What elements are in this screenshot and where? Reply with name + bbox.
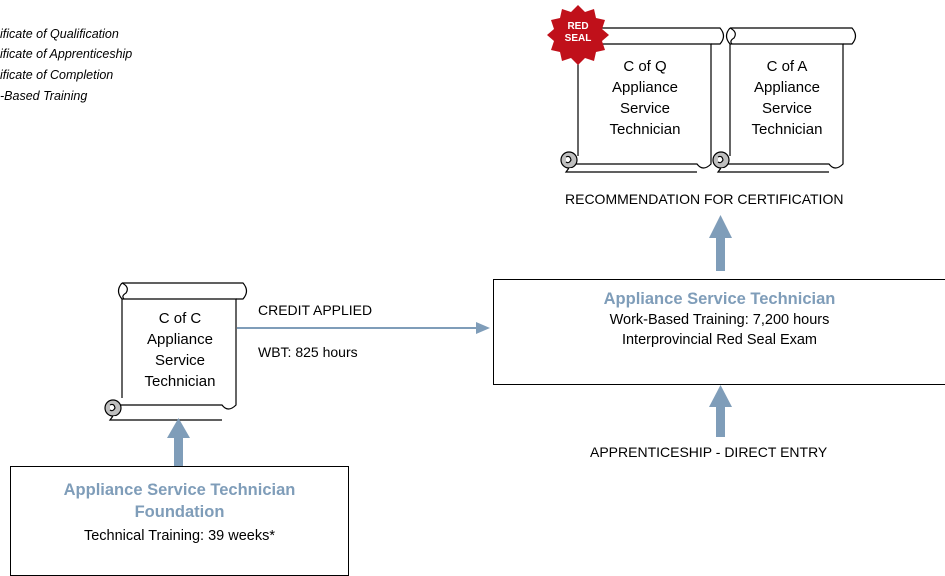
- foundation-training: Technical Training: 39 weeks*: [83, 528, 276, 544]
- recommendation-label: RECOMMENDATION FOR CERTIFICATION: [565, 191, 844, 207]
- cofc-line3: Service: [154, 352, 206, 369]
- foundation-box: Appliance Service Technician Foundation …: [10, 466, 349, 576]
- apprenticeship-title: Appliance Service Technician: [603, 290, 836, 308]
- cofq-scroll-icon: [560, 27, 725, 173]
- cofa-scroll-icon: [712, 27, 857, 173]
- up-arrow-to-recommendation: [709, 215, 732, 271]
- up-arrow-direct-entry: [709, 385, 732, 437]
- cofc-line1: C of C: [158, 310, 202, 327]
- cofc-line2: Appliance: [147, 331, 213, 348]
- cofq-line1: C of Q: [623, 58, 667, 75]
- red-seal-line2: SEAL: [564, 33, 592, 44]
- cofc-certificate: C of C Appliance Service Technician: [124, 308, 236, 392]
- foundation-title-line2: Foundation: [134, 503, 225, 521]
- direct-entry-label: APPRENTICESHIP - DIRECT ENTRY: [590, 444, 828, 460]
- cofq-certificate: C of Q Appliance Service Technician: [580, 56, 710, 140]
- cofa-line1: C of A: [766, 58, 808, 75]
- credit-applied-label: CREDIT APPLIED: [258, 302, 373, 318]
- cofc-scroll-icon: [104, 282, 248, 421]
- cofa-line2: Appliance: [754, 79, 820, 96]
- red-seal-line1: RED: [567, 21, 589, 32]
- wbt-hours-label: WBT: 825 hours: [258, 344, 358, 360]
- legend-cofc: ificate of Completion: [0, 68, 114, 82]
- legend-wbt: -Based Training: [0, 89, 88, 103]
- right-arrow-credit: [237, 322, 490, 334]
- red-seal-text: RED SEAL: [558, 21, 598, 45]
- cofq-line2: Appliance: [612, 79, 678, 96]
- red-seal-badge: [547, 5, 609, 65]
- legend-cofq: ificate of Qualification: [0, 27, 119, 41]
- cofa-line4: Technician: [751, 121, 823, 138]
- cofa-line3: Service: [761, 100, 813, 117]
- apprenticeship-exam: Interprovincial Red Seal Exam: [621, 332, 818, 348]
- legend-cofa: ificate of Apprenticeship: [0, 47, 133, 61]
- apprenticeship-hours: Work-Based Training: 7,200 hours: [609, 312, 830, 328]
- cofq-line4: Technician: [609, 121, 681, 138]
- foundation-title-line1: Appliance Service Technician: [63, 481, 296, 499]
- up-arrow-foundation: [167, 418, 190, 466]
- apprenticeship-box: Appliance Service Technician Work-Based …: [493, 279, 945, 385]
- cofa-certificate: C of A Appliance Service Technician: [732, 56, 842, 140]
- cofq-line3: Service: [619, 100, 671, 117]
- cofc-line4: Technician: [144, 373, 216, 390]
